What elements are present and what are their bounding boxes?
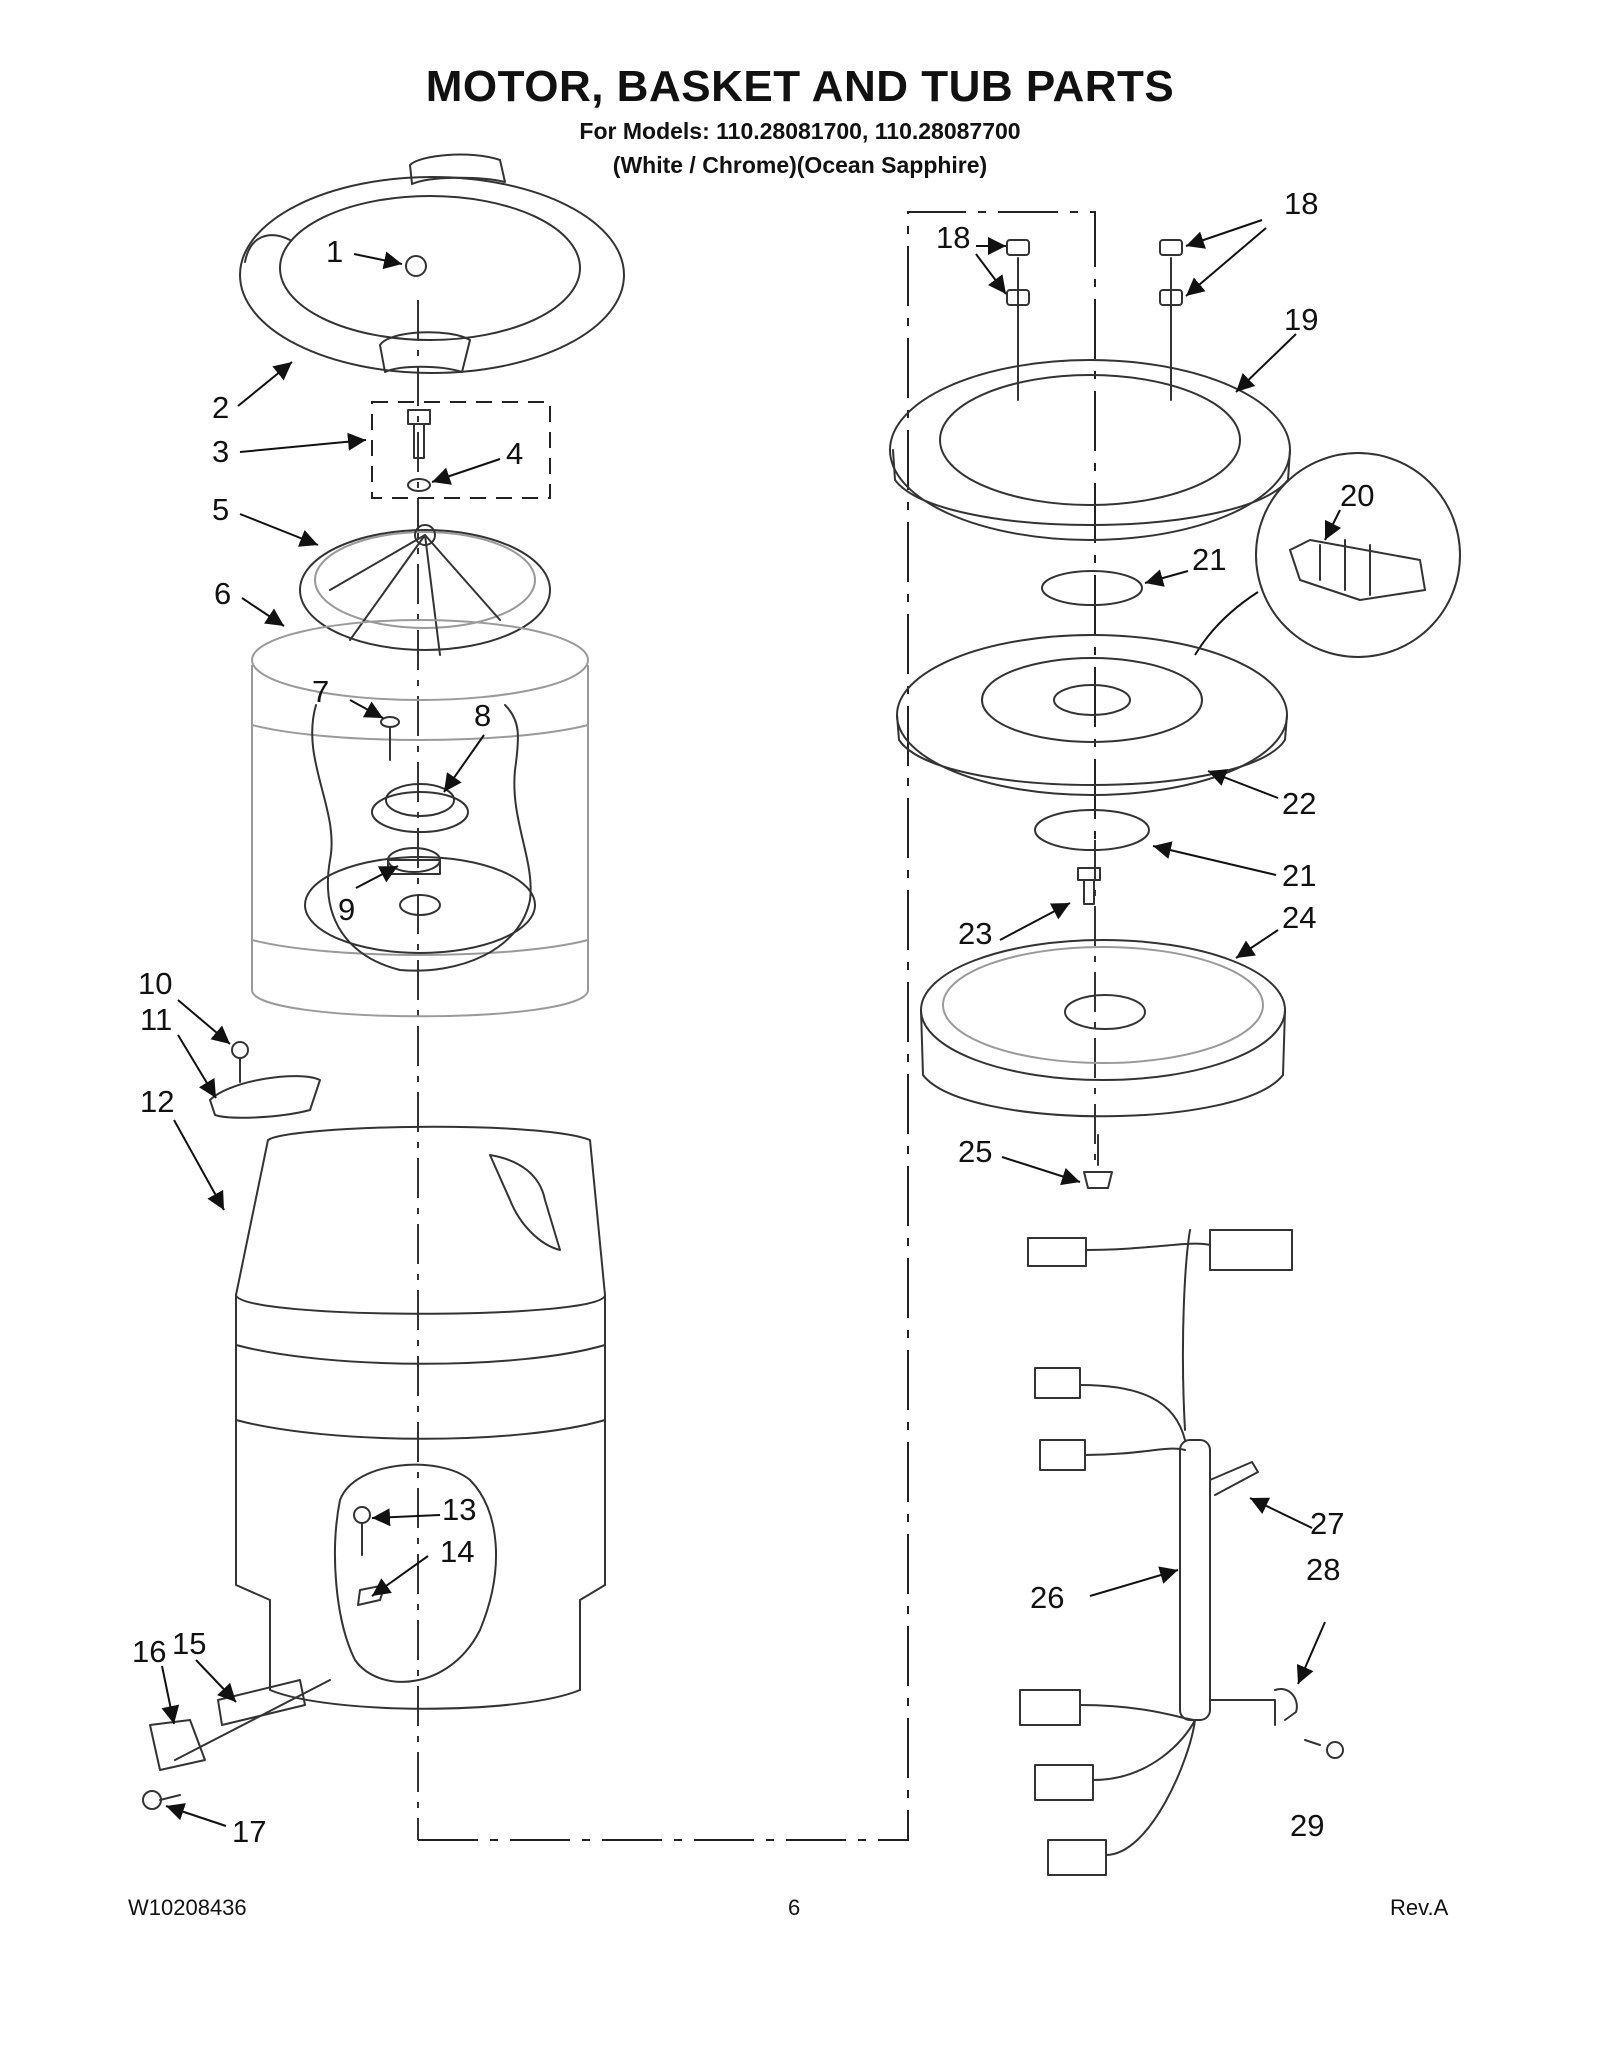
magnet-part [1006, 239, 1183, 401]
outer-tub-part [235, 1125, 606, 1710]
rotor-part [920, 939, 1286, 1118]
callout-29: 29 [1290, 1808, 1324, 1843]
spline-drive-part [387, 847, 441, 875]
tub-bracket-part [142, 1679, 331, 1810]
wire-harness-part [1019, 1229, 1344, 1876]
callout-11: 11 [140, 1002, 172, 1037]
stator-bolt-part [1077, 867, 1101, 905]
callout-8: 8 [474, 698, 491, 733]
finish-options: (White / Chrome)(Ocean Sapphire) [612, 152, 988, 178]
callout-19: 19 [1284, 302, 1318, 337]
callout-17: 17 [232, 1814, 266, 1849]
callout-21-upper: 21 [1192, 542, 1226, 577]
callout-21-lower: 21 [1282, 858, 1316, 893]
callout-20: 20 [1340, 478, 1374, 513]
callout-6: 6 [214, 576, 231, 611]
tub-ring-part [239, 153, 625, 374]
stator-part [896, 634, 1288, 796]
callout-labels: 1 2 3 4 5 6 7 8 9 10 11 12 13 14 15 16 1… [132, 186, 1374, 1849]
connector-detail-part [1194, 452, 1461, 658]
callout-7: 7 [312, 674, 329, 709]
callout-4: 4 [506, 436, 523, 471]
basket-part [251, 619, 589, 1018]
page-title: MOTOR, BASKET AND TUB PARTS [425, 62, 1175, 111]
callout-1: 1 [326, 234, 343, 269]
callout-18-right: 18 [1284, 186, 1318, 221]
callout-14: 14 [440, 1534, 474, 1569]
shim-plate-part [1034, 570, 1150, 851]
basket-screw-part [380, 716, 400, 761]
callout-13: 13 [442, 1492, 476, 1527]
callout-24: 24 [1282, 900, 1316, 935]
tub-cover-part [209, 1041, 321, 1119]
callout-16: 16 [132, 1634, 166, 1669]
basket-hub-part [371, 783, 469, 833]
callout-26: 26 [1030, 1580, 1064, 1615]
callout-22: 22 [1282, 786, 1316, 821]
callout-15: 15 [172, 1626, 206, 1661]
rotor-bolt-part [1083, 1134, 1113, 1189]
callout-5: 5 [212, 492, 229, 527]
stator-cover-part [889, 359, 1291, 541]
callout-23: 23 [958, 916, 992, 951]
callout-2: 2 [212, 390, 229, 425]
callout-18-left: 18 [936, 220, 970, 255]
callout-28: 28 [1306, 1552, 1340, 1587]
revision-label: Rev.A [1390, 1895, 1449, 1920]
model-numbers: For Models: 110.28081700, 110.28087700 [579, 118, 1021, 144]
page-number: 6 [788, 1895, 801, 1920]
callout-12: 12 [140, 1084, 174, 1119]
callout-3: 3 [212, 434, 229, 469]
leader-lines [161, 219, 1342, 1827]
callout-9: 9 [338, 892, 355, 927]
assembly-connector-frame [418, 211, 1096, 1841]
bolt-washer-part [407, 409, 431, 492]
callout-10: 10 [138, 966, 172, 1001]
callout-27: 27 [1310, 1506, 1344, 1541]
impeller-part [299, 524, 551, 656]
callout-25: 25 [958, 1134, 992, 1169]
document-number: W10208436 [128, 1895, 247, 1920]
bolt-washer-group-box [371, 401, 551, 499]
